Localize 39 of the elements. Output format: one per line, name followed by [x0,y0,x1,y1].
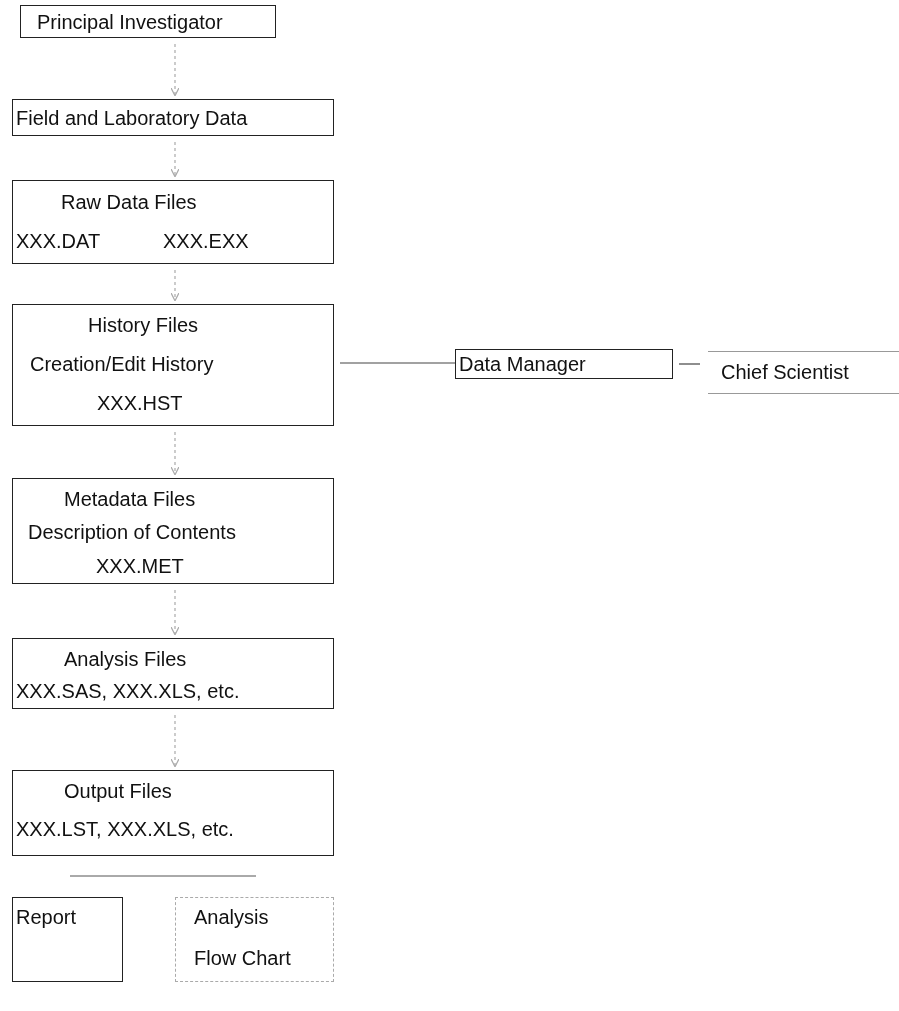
box-text: XXX.MET [96,554,184,578]
process-box [12,99,334,136]
box-title: Field and Laboratory Data [16,106,248,130]
arrow [170,714,180,768]
connector-line [678,363,701,365]
box-title: Principal Investigator [37,10,223,34]
box-text: Description of Contents [28,520,236,544]
box-title: History Files [88,313,198,337]
box-text: XXX.HST [97,391,183,415]
box-title: Raw Data Files [61,190,197,214]
process-box [455,349,673,379]
arrow [170,141,180,178]
box-text: XXX.DAT [16,229,101,253]
box-title: Data Manager [459,352,586,376]
box-title: Chief Scientist [721,360,849,384]
connector-line [339,362,456,364]
box-text: XXX.EXX [163,229,249,253]
process-box [12,478,334,584]
process-box [20,5,276,38]
process-box [708,351,899,394]
arrow [170,43,180,97]
box-text: XXX.SAS, XXX.XLS, etc. [16,679,240,703]
process-box [12,304,334,426]
process-box [12,897,123,982]
box-title: Output Files [64,779,172,803]
box-title: Report [16,905,77,929]
box-text: Creation/Edit History [30,352,214,376]
process-box [12,638,334,709]
box-text: XXX.LST, XXX.XLS, etc. [16,817,234,841]
arrow [170,269,180,302]
box-title: Analysis [194,905,269,929]
box-text: Flow Chart [194,946,291,970]
process-box [12,770,334,856]
box-title: Analysis Files [64,647,187,671]
arrow [170,431,180,476]
box-title: Metadata Files [64,487,196,511]
arrow [170,589,180,636]
process-box [175,897,334,982]
process-box [12,180,334,264]
